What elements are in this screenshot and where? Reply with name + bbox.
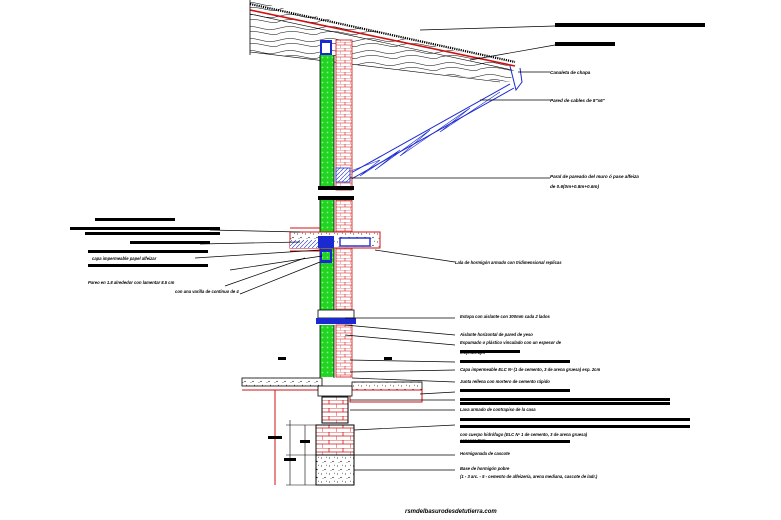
note-cable-wall: Pared de cables de 8"x6" xyxy=(550,98,606,103)
note-slab: Lala de hormigón armado con tridimension… xyxy=(455,260,562,265)
note-hydrophobic: con cuerpo hidrófugo (ELC Nº 1 de cement… xyxy=(460,432,588,437)
note-waterproof-layer: Capa impermeable ELC Nº (1 de cemento, 3… xyxy=(460,367,601,372)
note-thickness: espesor 2cm xyxy=(460,438,486,443)
note-foam: Espumado o plástico vinculado con un esp… xyxy=(460,340,562,345)
note-foam-dims: 0.4(0.4.0.6)m xyxy=(460,350,485,355)
lower-wall-foundation xyxy=(241,309,423,486)
note-mortar-joint: Junta rellena con mortero de cemento ráp… xyxy=(460,379,550,384)
left-notes: capa impermeable papel alfeizar Pareo en… xyxy=(88,256,239,294)
upper-wall xyxy=(318,39,354,191)
note-left-rod: con una varilla de continuo de 4 xyxy=(175,289,239,294)
note-gutter: Canaleta de chapa xyxy=(550,70,591,75)
label-bars xyxy=(70,23,705,443)
note-horizontal-insulation: Aislante horizontal de pared de yeso xyxy=(459,332,533,337)
note-rubble-concrete: Hormigonada de cascote xyxy=(460,451,510,456)
note-lean-concrete: Base de hormigón pobre xyxy=(460,466,510,471)
note-insulation-spacing: Estopa con aislante con 300mm cada 2 lad… xyxy=(460,314,551,319)
note-mix: (1 - 3 arc. - 5 - cemento de alfeizería,… xyxy=(460,474,598,479)
right-notes: Canaleta de chapa Pared de cables de 8"x… xyxy=(455,70,639,479)
roof-structure xyxy=(249,0,523,183)
mid-wall-slab xyxy=(289,196,381,311)
footer-watermark: rsmdelbasurodesdetutierra.com xyxy=(405,509,497,515)
note-left-joint: Pareo en 1.8 alrededor con lamentar 8.5 … xyxy=(88,280,175,285)
note-wall-plate: Paral de pareado del muro ó pase alfeiza xyxy=(550,174,639,179)
note-subfloor: Lava armado de contrapiso de la casa xyxy=(460,407,536,412)
note-left-waterproof: capa impermeable papel alfeizar xyxy=(92,256,157,261)
note-wall-plate-dims: de 0.6(0m+0.8m+0.6m) xyxy=(550,184,599,189)
